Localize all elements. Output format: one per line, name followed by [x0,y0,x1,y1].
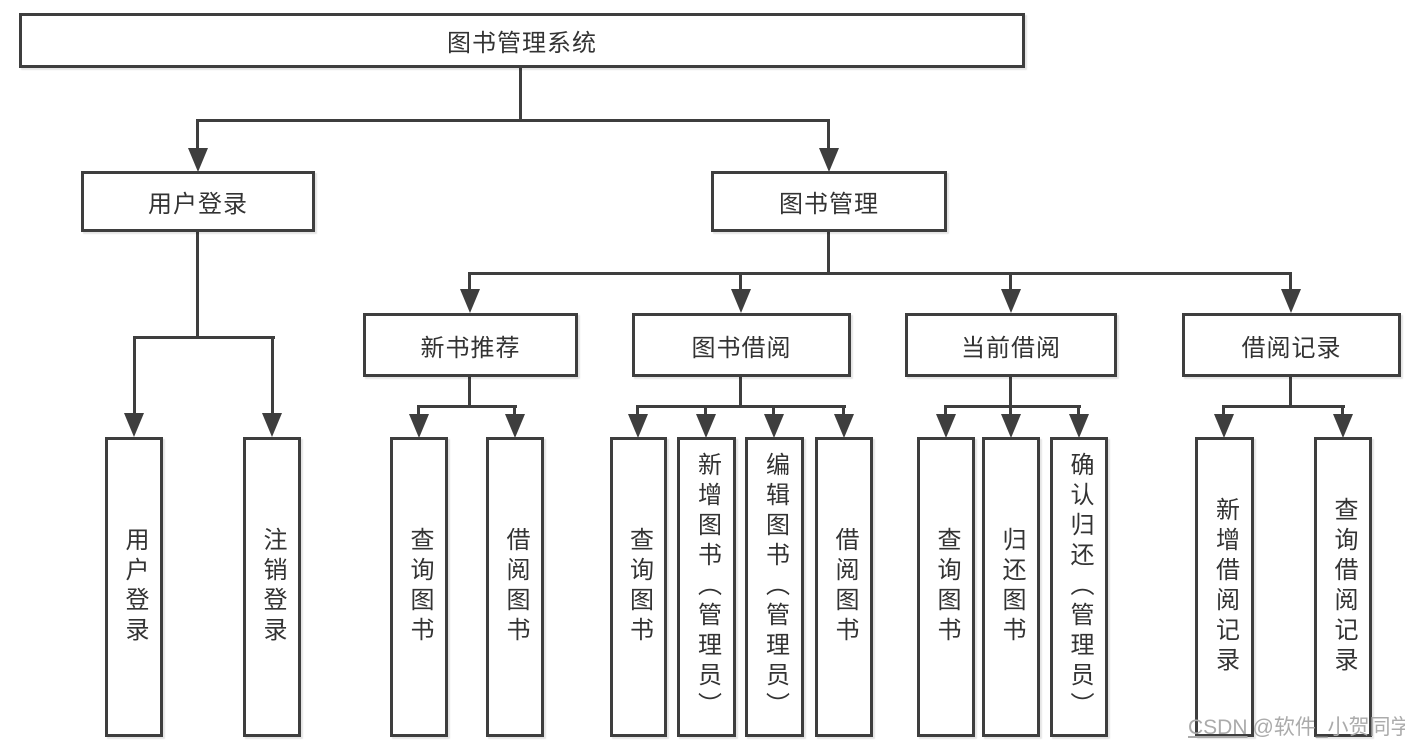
edge-drop [133,336,136,415]
edge-stem [1009,377,1012,408]
leaf-query-books-recommend: 查询图书 [390,437,448,737]
edge-drop [1009,272,1012,291]
edge-drop [636,405,639,416]
leaf-query-books-current-label: 查询图书 [933,527,960,647]
arrowhead-icon [505,414,525,438]
edge-drop [739,272,742,291]
arrowhead-icon [262,413,282,437]
leaf-borrow-books-label: 借阅图书 [831,527,858,647]
arrowhead-icon [1214,414,1234,438]
edge-bar [1222,405,1345,408]
arrowhead-icon [409,414,429,438]
leaf-confirm-return-admin: 确认归还（管理员） [1050,437,1108,737]
leaf-confirm-return-admin-label: 确认归还（管理员） [1066,452,1093,722]
arrowhead-icon [696,414,716,438]
csdn-watermark: CSDN@软件_小贺同学 [1188,711,1405,741]
leaf-borrow-books: 借阅图书 [815,437,873,737]
edge-drop [271,336,274,415]
edge-bar [469,272,1292,275]
edge-stem [468,377,471,408]
edge-drop [1289,272,1292,291]
leaf-query-borrow-record: 查询借阅记录 [1314,437,1372,737]
edge-drop [513,405,516,416]
arrowhead-icon [188,148,208,172]
leaf-logout: 注销登录 [243,437,301,737]
edge-drop [417,405,420,416]
arrowhead-icon [1069,414,1089,438]
edge-bar [636,405,846,408]
arrowhead-icon [460,289,480,313]
node-book-management: 图书管理 [711,171,947,232]
leaf-edit-books-admin-label: 编辑图书（管理员） [761,452,789,722]
arrowhead-icon [124,413,144,437]
leaf-add-books-admin-label: 新增图书（管理员） [693,452,721,722]
leaf-edit-books-admin: 编辑图书（管理员） [745,437,804,737]
arrowhead-icon [764,414,784,438]
arrowhead-icon [1001,414,1021,438]
node-new-book-recommendation-label: 新书推荐 [420,334,521,362]
edge-bar [133,336,275,339]
edge-bar [196,119,830,122]
edge-stem [827,232,830,275]
arrowhead-icon [1001,289,1021,313]
edge-drop [704,405,707,416]
arrowhead-icon [1333,414,1353,438]
leaf-borrow-books-recommend: 借阅图书 [486,437,544,737]
node-book-borrowing: 图书借阅 [632,313,851,377]
node-user-login-label: 用户登录 [148,191,248,218]
edge-stem [739,377,742,408]
node-library-management-system-label: 图书管理系统 [447,30,597,57]
leaf-return-books-label: 归还图书 [998,527,1025,647]
node-borrowing-records: 借阅记录 [1182,313,1401,377]
leaf-query-borrow-record-label: 查询借阅记录 [1330,497,1357,677]
edge-drop [1341,405,1344,416]
arrowhead-icon [628,414,648,438]
leaf-query-books-current: 查询图书 [917,437,975,737]
arrowhead-icon [936,414,956,438]
node-book-borrowing-label: 图书借阅 [691,334,792,362]
edge-bar [944,405,1081,408]
node-current-borrowing-label: 当前借阅 [961,334,1061,362]
leaf-user-login-label: 用户登录 [121,527,148,647]
edge-stem [519,68,522,121]
node-borrowing-records-label: 借阅记录 [1241,334,1342,362]
leaf-user-login: 用户登录 [105,437,163,737]
edge-drop [944,405,947,416]
node-new-book-recommendation: 新书推荐 [363,313,578,377]
arrowhead-icon [819,148,839,172]
edge-drop [196,119,199,150]
arrowhead-icon [834,414,854,438]
edge-drop [1077,405,1080,416]
node-current-borrowing: 当前借阅 [905,313,1117,377]
leaf-add-borrow-record-label: 新增借阅记录 [1211,497,1239,677]
edge-drop [1222,405,1225,416]
leaf-add-borrow-record: 新增借阅记录 [1195,437,1254,737]
arrowhead-icon [731,289,751,313]
arrowhead-icon [1281,289,1301,313]
leaf-query-books-recommend-label: 查询图书 [406,527,433,647]
edge-stem [196,232,199,339]
node-book-management-label: 图书管理 [779,191,879,218]
csdn-watermark-handle: @软件_小贺同学 [1252,716,1405,739]
leaf-add-books-admin: 新增图书（管理员） [677,437,736,737]
leaf-return-books: 归还图书 [982,437,1040,737]
edge-drop [827,119,830,150]
edge-drop [1009,405,1012,416]
leaf-borrow-books-recommend-label: 借阅图书 [502,527,529,647]
node-user-login: 用户登录 [81,171,315,232]
leaf-query-books-borrowing: 查询图书 [610,437,667,737]
leaf-query-books-borrowing-label: 查询图书 [625,527,653,647]
edge-drop [468,272,471,291]
csdn-watermark-brand: CSDN [1188,716,1248,739]
edge-stem [1289,377,1292,408]
leaf-logout-label: 注销登录 [259,527,286,647]
edge-drop [772,405,775,416]
edge-drop [842,405,845,416]
edge-bar [417,405,517,408]
node-library-management-system: 图书管理系统 [19,13,1025,68]
